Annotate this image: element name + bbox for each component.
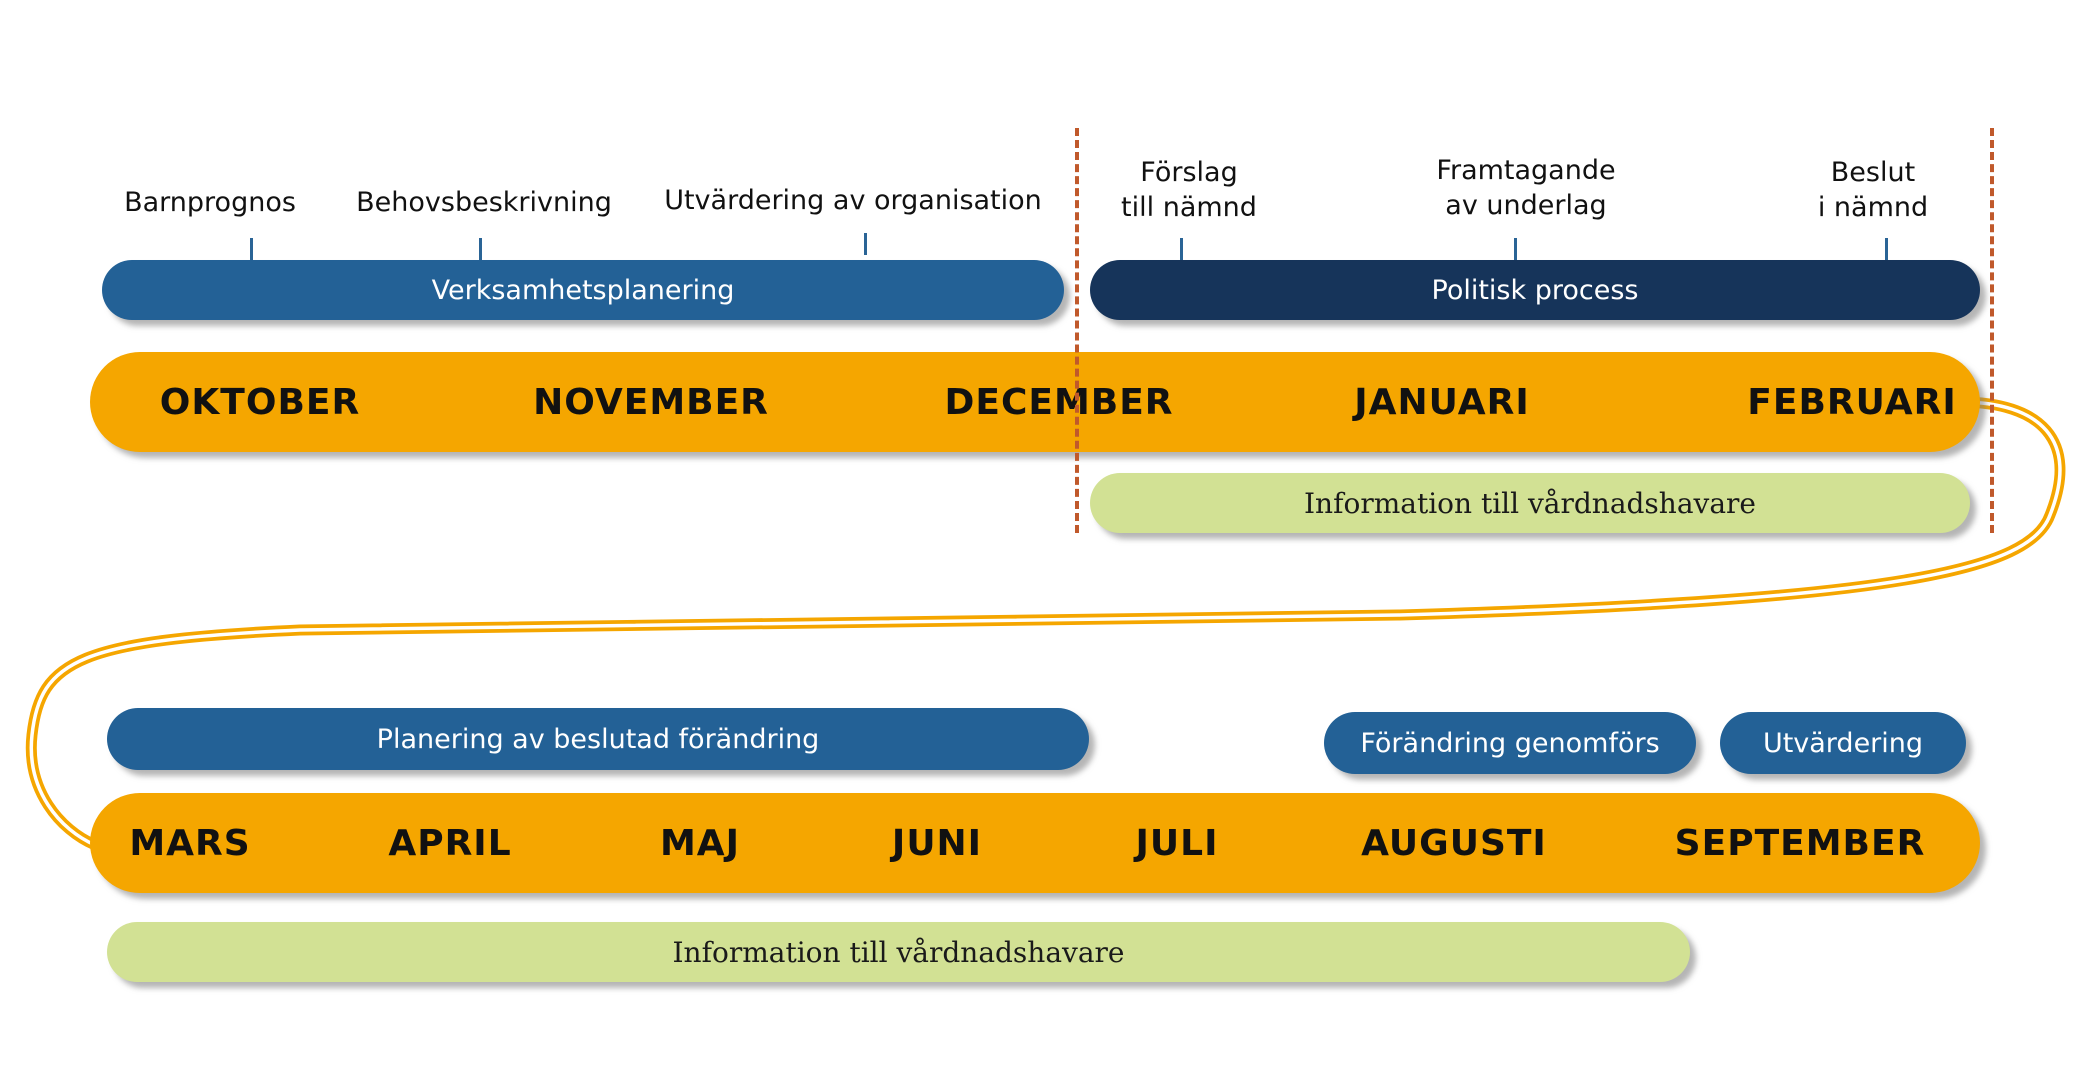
- band-label: Information till vårdnadshavare: [1304, 486, 1756, 520]
- band-forandring-genomfors: Förändring genomförs: [1324, 712, 1696, 774]
- milestone-line: Behovsbeskrivning: [356, 187, 612, 218]
- band-label: Information till vårdnadshavare: [672, 935, 1125, 969]
- band-label: Verksamhetsplanering: [431, 274, 735, 306]
- band-verksamhetsplanering: Verksamhetsplanering: [102, 260, 1064, 320]
- month-september: SEPTEMBER: [1674, 822, 1926, 864]
- months-bar-row1: OKTOBER NOVEMBER DECEMBER JANUARI FEBRUA…: [90, 352, 1980, 452]
- milestone-tick: [1180, 238, 1183, 260]
- month-februari: FEBRUARI: [1747, 381, 1957, 423]
- band-label: Politisk process: [1431, 274, 1639, 306]
- band-label: Utvärdering: [1762, 727, 1924, 759]
- band-information-vardnadshavare-row2: Information till vårdnadshavare: [107, 922, 1690, 982]
- month-juni: JUNI: [891, 822, 983, 864]
- band-information-vardnadshavare-row1: Information till vårdnadshavare: [1090, 473, 1970, 533]
- month-oktober: OKTOBER: [159, 381, 361, 423]
- milestone-line: till nämnd: [1121, 192, 1257, 223]
- divider-line-december: [1075, 128, 1079, 533]
- milestone-tick: [864, 233, 867, 255]
- milestone-line: Beslut: [1830, 157, 1916, 188]
- band-planering-beslutad-forandring: Planering av beslutad förändring: [107, 708, 1089, 770]
- month-januari: JANUARI: [1354, 381, 1530, 423]
- milestone-line: Utvärdering av organisation: [664, 185, 1042, 216]
- divider-line-februari: [1990, 128, 1994, 533]
- month-mars: MARS: [129, 822, 251, 864]
- milestone-line: av underlag: [1445, 190, 1607, 221]
- month-november: NOVEMBER: [533, 381, 769, 423]
- month-april: APRIL: [388, 822, 512, 864]
- milestone-beslut-i-namnd: Beslut i nämnd: [1818, 155, 1928, 225]
- milestone-tick: [1885, 238, 1888, 260]
- months-bar-row2: MARS APRIL MAJ JUNI JULI AUGUSTI SEPTEMB…: [90, 793, 1980, 893]
- month-juli: JULI: [1135, 822, 1219, 864]
- milestone-tick: [250, 238, 253, 260]
- milestone-utvardering-organisation: Utvärdering av organisation: [664, 183, 1042, 218]
- milestone-line: i nämnd: [1817, 192, 1929, 223]
- milestone-barnprognos: Barnprognos: [124, 185, 296, 220]
- band-utvardering: Utvärdering: [1720, 712, 1966, 774]
- milestone-framtagande-underlag: Framtagande av underlag: [1436, 153, 1615, 223]
- milestone-tick: [479, 238, 482, 260]
- milestone-tick: [1514, 238, 1517, 260]
- band-label: Förändring genomförs: [1360, 727, 1660, 759]
- milestone-line: Framtagande: [1436, 155, 1616, 186]
- band-label: Planering av beslutad förändring: [376, 723, 820, 755]
- milestone-behovsbeskrivning: Behovsbeskrivning: [356, 185, 612, 220]
- band-politisk-process: Politisk process: [1090, 260, 1980, 320]
- milestone-line: Förslag: [1140, 157, 1238, 188]
- milestone-forslag-till-namnd: Förslag till nämnd: [1121, 155, 1257, 225]
- month-augusti: AUGUSTI: [1361, 822, 1547, 864]
- month-december: DECEMBER: [944, 381, 1174, 423]
- month-maj: MAJ: [659, 822, 741, 864]
- milestone-line: Barnprognos: [124, 187, 296, 218]
